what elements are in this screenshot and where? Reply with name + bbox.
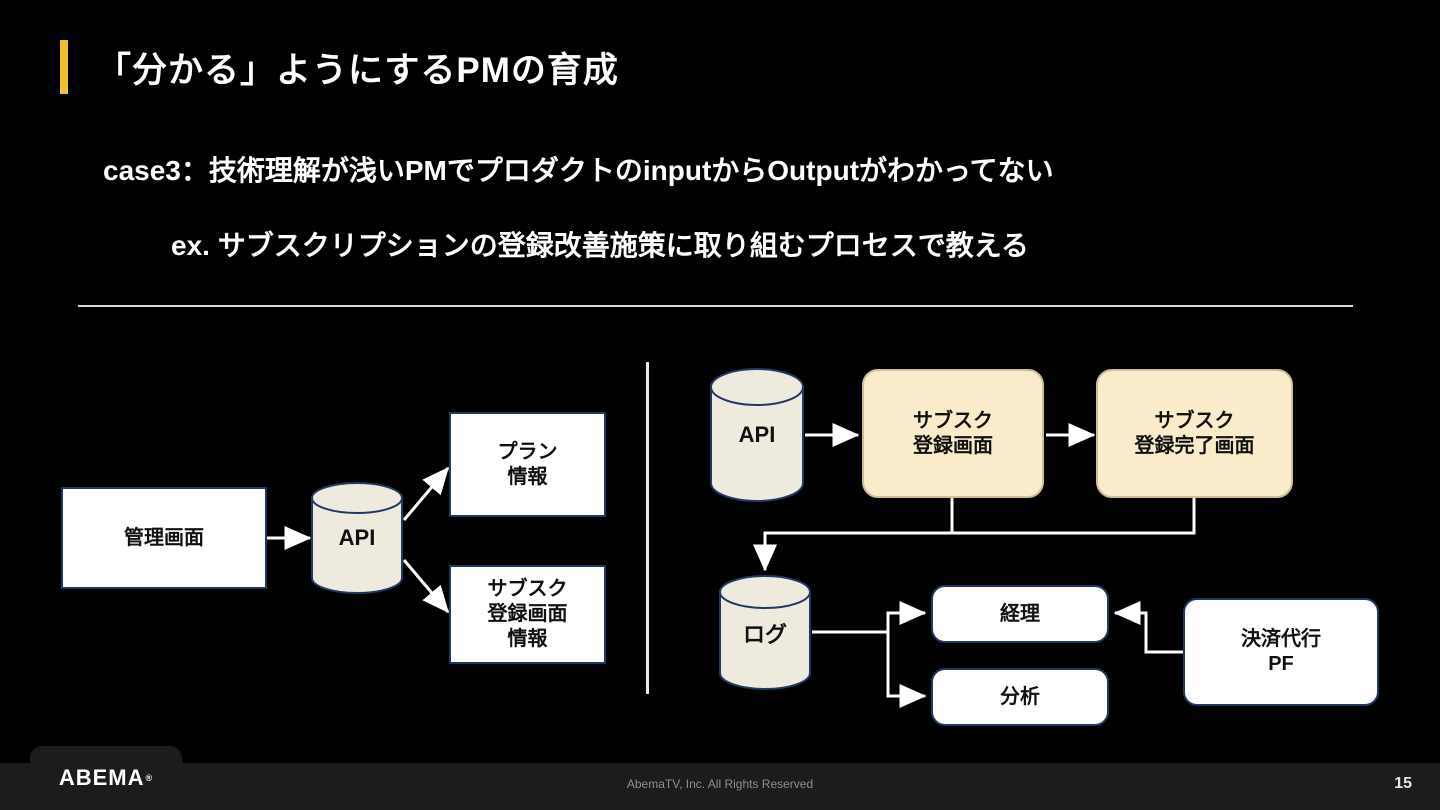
node-api-right[interactable]: API xyxy=(709,368,805,502)
node-analysis[interactable]: 分析 xyxy=(931,668,1109,726)
title-accent-bar xyxy=(60,40,68,94)
footer-bar xyxy=(0,763,1440,810)
node-subsc-register[interactable]: サブスク 登録画面 xyxy=(862,369,1044,498)
subtitle-line-1: case3：技術理解が浅いPMでプロダクトのinputからOutputがわかって… xyxy=(103,155,1054,186)
node-subsc-register-info[interactable]: サブスク 登録画面 情報 xyxy=(449,565,606,664)
abema-logo-plate: ABEMA® xyxy=(30,746,182,810)
copyright-text: AbemaTV, Inc. All Rights Reserved xyxy=(626,777,814,791)
registered-mark-icon: ® xyxy=(145,773,154,783)
node-admin-screen[interactable]: 管理画面 xyxy=(61,487,267,589)
diagram-vertical-separator xyxy=(646,362,649,694)
node-payment-agency[interactable]: 決済代行 PF xyxy=(1183,598,1379,706)
node-log[interactable]: ログ xyxy=(718,575,812,690)
section-divider xyxy=(78,305,1353,307)
node-subsc-complete[interactable]: サブスク 登録完了画面 xyxy=(1096,369,1293,498)
page-number: 15 xyxy=(1394,775,1412,792)
page-title: 「分かる」ようにするPMの育成 xyxy=(60,40,619,94)
abema-logo-text: ABEMA xyxy=(58,765,145,790)
abema-logo: ABEMA® xyxy=(30,746,182,810)
node-plan-info[interactable]: プラン 情報 xyxy=(449,412,606,517)
subtitle-line-2: ex. サブスクリプションの登録改善施策に取り組むプロセスで教える xyxy=(171,230,1029,261)
node-accounting[interactable]: 経理 xyxy=(931,585,1109,643)
title-text: 「分かる」ようにするPMの育成 xyxy=(96,50,619,90)
